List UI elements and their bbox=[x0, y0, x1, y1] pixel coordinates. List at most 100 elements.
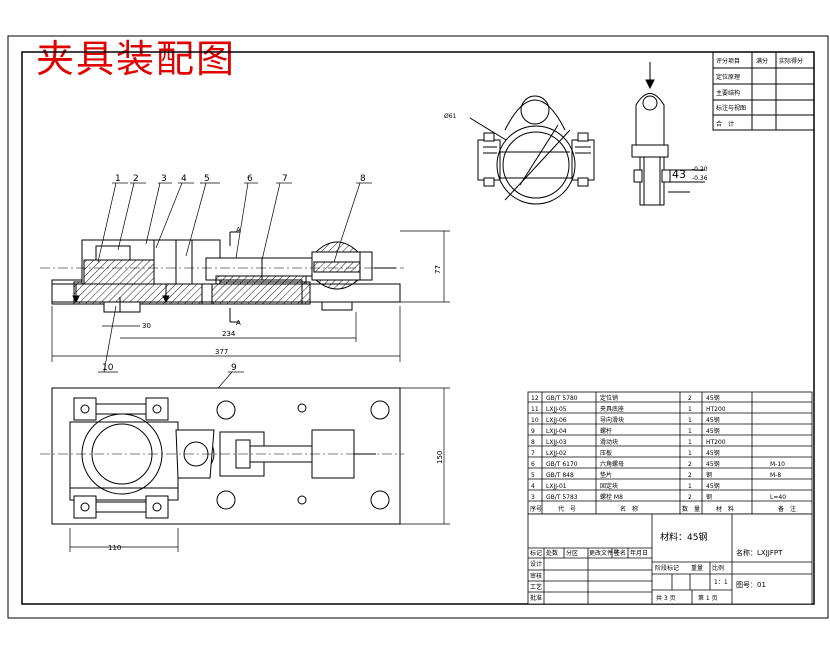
tb-label-sign: 签名 bbox=[614, 549, 626, 557]
parts-cell-no: 11 bbox=[531, 406, 539, 413]
parts-cell-qty: 1 bbox=[688, 428, 692, 435]
parts-cell-note: L=40 bbox=[770, 494, 786, 501]
title-sheet-total: 共 3 页 bbox=[656, 594, 676, 602]
parts-cell-note: M-10 bbox=[770, 461, 785, 468]
parts-cell-no: 6 bbox=[531, 461, 535, 468]
score-table: 评分项目 满分 实际得分 定位原理 主要结构 标注与视图 合 计 bbox=[712, 51, 815, 131]
parts-cell-mat: 45钢 bbox=[706, 416, 720, 424]
tb-label-mark: 标记 bbox=[530, 549, 542, 557]
parts-cell-mat: 钢 bbox=[706, 471, 712, 479]
parts-header-no: 序号 bbox=[530, 505, 542, 513]
dim-dia-61-section: Ø61 bbox=[444, 113, 457, 120]
parts-cell-code: GB/T 5783 bbox=[546, 494, 578, 501]
parts-cell-no: 3 bbox=[531, 494, 535, 501]
title-name: 名称：LXJJFPT bbox=[736, 548, 783, 557]
side-view bbox=[631, 62, 705, 206]
balloon-2: 2 bbox=[133, 174, 139, 184]
parts-header-name: 名 称 bbox=[620, 505, 638, 513]
parts-cell-qty: 2 bbox=[688, 494, 692, 501]
dim-77: 77 bbox=[434, 265, 442, 274]
parts-cell-name: 固定块 bbox=[600, 482, 618, 490]
parts-header-code: 代 号 bbox=[558, 505, 576, 513]
tb-label-approve: 批准 bbox=[530, 594, 542, 602]
parts-cell-qty: 1 bbox=[688, 417, 692, 424]
parts-cell-mat: 45钢 bbox=[706, 449, 720, 457]
front-view bbox=[40, 231, 404, 323]
parts-cell-no: 7 bbox=[531, 450, 535, 457]
balloon-7: 7 bbox=[282, 174, 288, 184]
parts-list bbox=[527, 391, 813, 515]
dim-234: 234 bbox=[222, 330, 236, 338]
parts-cell-mat: 45钢 bbox=[706, 427, 720, 435]
score-row: 定位原理 bbox=[716, 73, 740, 81]
tb-stage-label: 阶段标记 bbox=[655, 564, 679, 572]
parts-cell-qty: 1 bbox=[688, 483, 692, 490]
balloon-3: 3 bbox=[161, 174, 167, 184]
dim-150: 150 bbox=[436, 451, 444, 464]
balloon-1: 1 bbox=[115, 174, 121, 184]
parts-cell-name: 夹具底座 bbox=[600, 405, 624, 413]
tb-weight-label: 重量 bbox=[691, 564, 703, 572]
score-header-full: 满分 bbox=[756, 57, 768, 65]
parts-cell-qty: 2 bbox=[688, 395, 692, 402]
section-view-aa bbox=[469, 95, 595, 205]
parts-cell-qty: 1 bbox=[688, 439, 692, 446]
score-row: 标注与视图 bbox=[716, 104, 746, 112]
top-view bbox=[40, 387, 404, 525]
drawing-title: 夹具装配图 bbox=[36, 37, 237, 81]
parts-cell-code: LXJJ-05 bbox=[546, 406, 567, 413]
score-row: 主要结构 bbox=[716, 89, 740, 97]
parts-cell-name: 螺栓 M8 bbox=[600, 493, 623, 501]
front-dimensions bbox=[51, 230, 450, 362]
dim-377: 377 bbox=[215, 348, 228, 356]
score-header-item: 评分项目 bbox=[716, 57, 740, 65]
parts-cell-name: 六角螺母 bbox=[600, 460, 624, 468]
balloon-10: 10 bbox=[102, 363, 114, 373]
dim-110: 110 bbox=[108, 544, 121, 552]
parts-cell-code: GB/T 848 bbox=[546, 472, 574, 479]
parts-cell-no: 4 bbox=[531, 483, 535, 490]
parts-cell-code: LXJJ-01 bbox=[546, 483, 567, 490]
parts-cell-no: 10 bbox=[531, 417, 539, 424]
dim-43-upper: -0.20 bbox=[692, 166, 708, 173]
parts-cell-qty: 1 bbox=[688, 406, 692, 413]
parts-cell-code: GB/T 6170 bbox=[546, 461, 578, 468]
parts-cell-name: 滑动块 bbox=[600, 438, 618, 446]
parts-cell-qty: 1 bbox=[688, 450, 692, 457]
score-row: 合 计 bbox=[716, 120, 734, 128]
parts-header-qty: 数 量 bbox=[682, 505, 700, 513]
title-drawing-no: 图号：01 bbox=[736, 581, 766, 589]
title-scale: 1：1 bbox=[714, 579, 728, 586]
parts-cell-mat: 45钢 bbox=[706, 460, 720, 468]
parts-cell-code: LXJJ-03 bbox=[546, 439, 567, 446]
balloon-5: 5 bbox=[204, 174, 210, 184]
parts-cell-name: 垫片 bbox=[600, 471, 612, 479]
tb-label-process: 工艺 bbox=[530, 583, 542, 591]
parts-cell-name: 螺杆 bbox=[600, 427, 612, 435]
parts-cell-no: 9 bbox=[531, 428, 535, 435]
parts-cell-code: LXJJ-06 bbox=[546, 417, 567, 424]
outer-frame bbox=[7, 35, 829, 619]
tb-label-change: 更改文件号 bbox=[589, 549, 619, 557]
tb-label-design: 设计 bbox=[530, 560, 542, 568]
parts-cell-name: 定位销 bbox=[600, 394, 618, 402]
parts-cell-name: 导向滑块 bbox=[600, 416, 624, 424]
tb-scale-label: 比例 bbox=[712, 564, 724, 572]
parts-cell-mat: HT200 bbox=[706, 406, 726, 413]
parts-cell-code: LXJJ-04 bbox=[546, 428, 567, 435]
title-material: 材料：45钢 bbox=[660, 531, 707, 543]
balloon-8: 8 bbox=[360, 174, 366, 184]
parts-cell-no: 12 bbox=[531, 395, 539, 402]
score-header-actual: 实际得分 bbox=[779, 57, 803, 65]
parts-cell-no: 5 bbox=[531, 472, 535, 479]
section-marker-a-bottom: A bbox=[236, 319, 241, 327]
title-sheet-no: 第 1 页 bbox=[698, 594, 718, 602]
tb-label-zone: 分区 bbox=[566, 549, 578, 557]
parts-cell-qty: 2 bbox=[688, 472, 692, 479]
dim-43-lower: -0.36 bbox=[692, 175, 708, 182]
tb-label-date: 年月日 bbox=[630, 549, 648, 557]
parts-cell-mat: 钢 bbox=[706, 493, 712, 501]
